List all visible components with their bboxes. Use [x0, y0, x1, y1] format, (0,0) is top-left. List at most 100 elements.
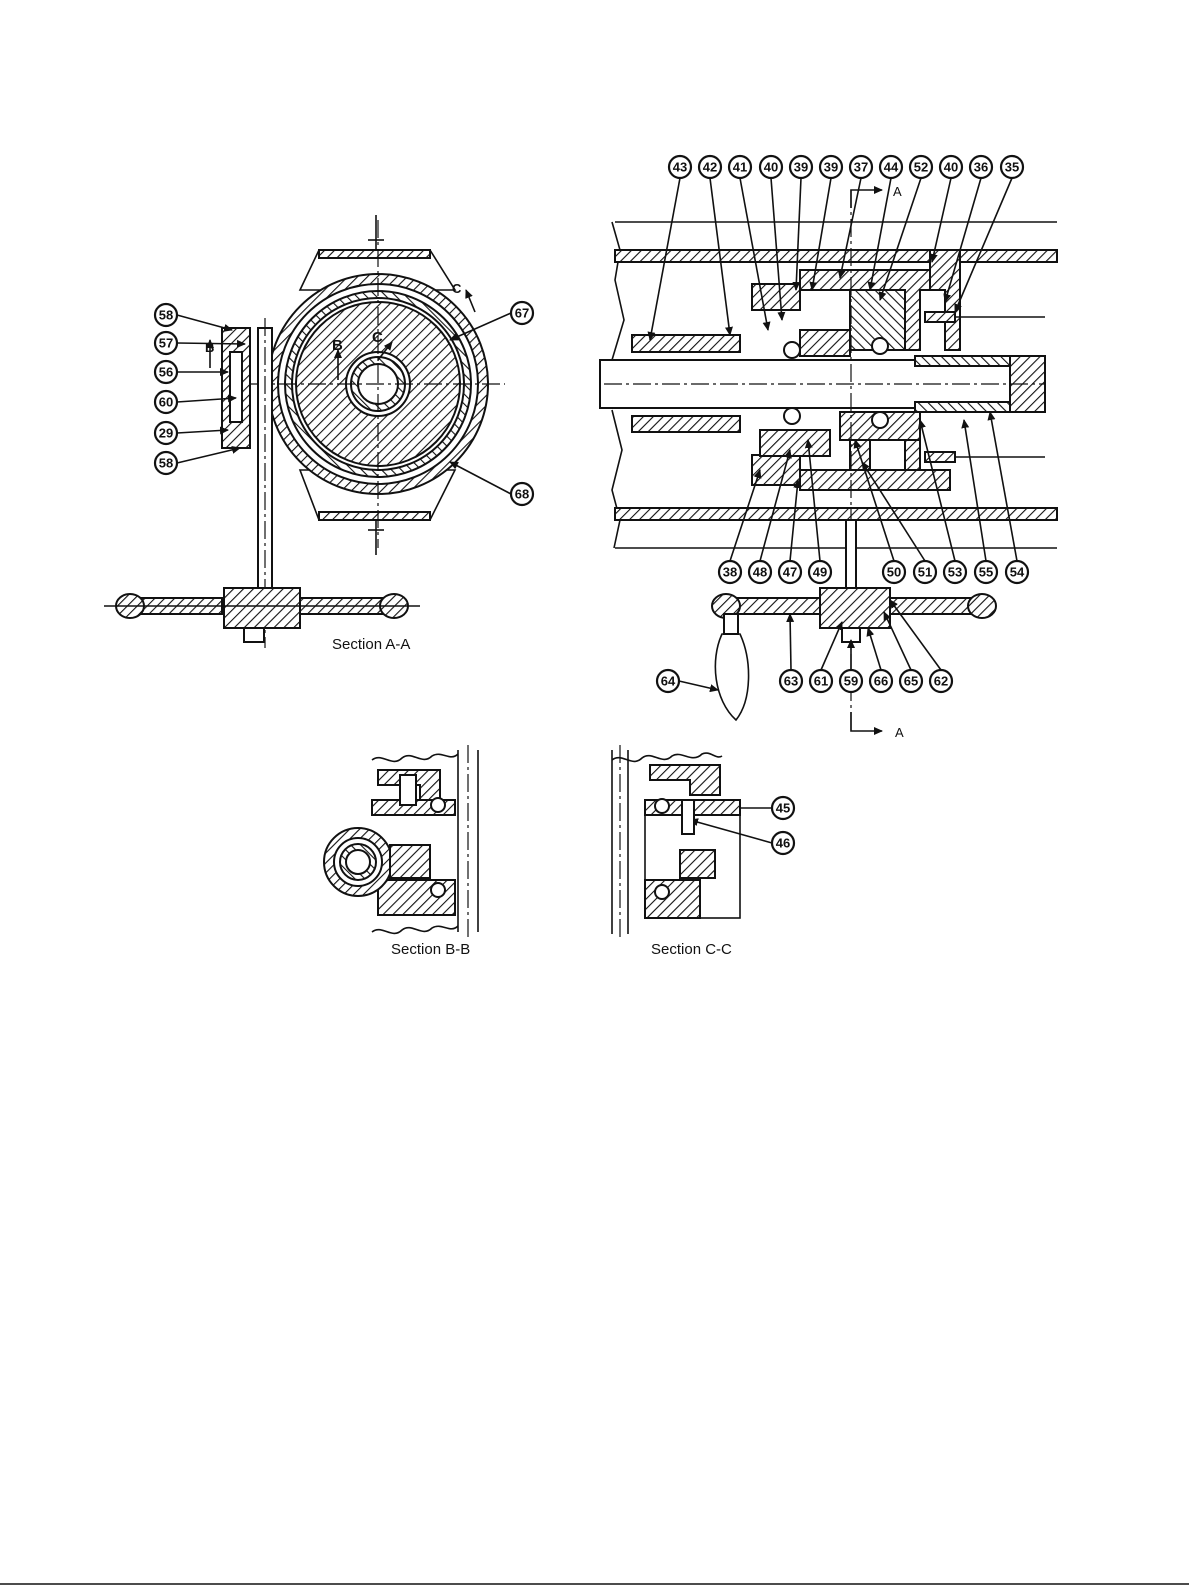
balloon-57: 57	[155, 332, 177, 354]
balloon-62: 62	[930, 670, 952, 692]
caption-section-bb: Section B-B	[391, 941, 470, 958]
caption-section-cc: Section C-C	[651, 941, 732, 958]
svg-text:68: 68	[515, 487, 529, 502]
leader-line	[884, 612, 911, 670]
svg-text:29: 29	[159, 426, 173, 441]
svg-text:58: 58	[159, 456, 173, 471]
leader-line	[945, 178, 981, 302]
leader-line	[679, 681, 718, 690]
svg-text:55: 55	[979, 565, 993, 580]
svg-text:46: 46	[776, 836, 790, 851]
svg-text:50: 50	[887, 565, 901, 580]
section-mark-a-bottom: A	[895, 725, 904, 740]
balloon-51: 51	[914, 561, 936, 583]
svg-text:61: 61	[814, 674, 828, 689]
svg-text:49: 49	[813, 565, 827, 580]
balloon-52: 52	[910, 156, 932, 178]
balloon-64: 64	[657, 670, 679, 692]
balloon-40a: 40	[760, 156, 782, 178]
svg-text:64: 64	[661, 674, 676, 689]
svg-text:51: 51	[918, 565, 932, 580]
svg-text:39: 39	[824, 160, 838, 175]
balloon-40b: 40	[940, 156, 962, 178]
leader-line	[177, 430, 228, 433]
balloon-67: 67	[511, 302, 533, 324]
balloon-49: 49	[809, 561, 831, 583]
balloon-65: 65	[900, 670, 922, 692]
balloon-50: 50	[883, 561, 905, 583]
svg-text:43: 43	[673, 160, 687, 175]
svg-text:48: 48	[753, 565, 767, 580]
svg-text:54: 54	[1010, 565, 1025, 580]
svg-text:65: 65	[904, 674, 918, 689]
svg-text:67: 67	[515, 306, 529, 321]
svg-text:56: 56	[159, 365, 173, 380]
section-mark-a-top: A	[893, 184, 902, 199]
balloon-47: 47	[779, 561, 801, 583]
leader-line	[868, 628, 881, 670]
leader-line	[821, 622, 842, 670]
balloon-43: 43	[669, 156, 691, 178]
svg-text:63: 63	[784, 674, 798, 689]
section-mark-b-cover: B	[205, 340, 214, 355]
svg-text:39: 39	[794, 160, 808, 175]
leader-line	[808, 440, 820, 561]
leader-line	[964, 420, 986, 561]
svg-text:60: 60	[159, 395, 173, 410]
balloon-45: 45	[772, 797, 794, 819]
balloon-44: 44	[880, 156, 902, 178]
svg-text:57: 57	[159, 336, 173, 351]
caption-section-aa: Section A-A	[332, 636, 410, 653]
svg-text:38: 38	[723, 565, 737, 580]
svg-text:44: 44	[884, 160, 899, 175]
svg-text:47: 47	[783, 565, 797, 580]
svg-text:36: 36	[974, 160, 988, 175]
svg-text:66: 66	[874, 674, 888, 689]
svg-text:42: 42	[703, 160, 717, 175]
balloon-35: 35	[1001, 156, 1023, 178]
section-mark-c-housing: C	[452, 281, 462, 296]
balloon-66: 66	[870, 670, 892, 692]
balloon-58-top: 58	[155, 304, 177, 326]
svg-text:40: 40	[944, 160, 958, 175]
balloon-37: 37	[850, 156, 872, 178]
main-section-view	[600, 190, 1057, 731]
balloon-55: 55	[975, 561, 997, 583]
svg-text:41: 41	[733, 160, 747, 175]
balloon-54: 54	[1006, 561, 1028, 583]
leader-line	[990, 412, 1017, 561]
svg-text:45: 45	[776, 801, 790, 816]
balloon-42: 42	[699, 156, 721, 178]
balloon-56: 56	[155, 361, 177, 383]
balloon-39a: 39	[790, 156, 812, 178]
svg-text:35: 35	[1005, 160, 1019, 175]
section-mark-c-aa: C	[372, 329, 383, 346]
leader-line	[955, 178, 1012, 312]
balloon-58-bottom: 58	[155, 452, 177, 474]
section-mark-b-aa: B	[332, 337, 343, 354]
balloon-39b: 39	[820, 156, 842, 178]
leader-line	[790, 614, 791, 670]
svg-text:62: 62	[934, 674, 948, 689]
balloon-46: 46	[772, 832, 794, 854]
balloon-63: 63	[780, 670, 802, 692]
leader-line	[177, 448, 240, 463]
balloon-68: 68	[511, 483, 533, 505]
svg-text:58: 58	[159, 308, 173, 323]
svg-text:40: 40	[764, 160, 778, 175]
leader-line	[177, 343, 245, 344]
section-bb-view	[324, 745, 478, 938]
svg-text:59: 59	[844, 674, 858, 689]
balloon-38: 38	[719, 561, 741, 583]
balloon-61: 61	[810, 670, 832, 692]
section-cc-view	[612, 745, 740, 938]
balloon-29: 29	[155, 422, 177, 444]
svg-text:52: 52	[914, 160, 928, 175]
leader-line	[855, 440, 894, 561]
leader-line	[450, 462, 511, 494]
balloon-53: 53	[944, 561, 966, 583]
leader-line	[690, 820, 772, 843]
balloon-60: 60	[155, 391, 177, 413]
leader-line	[177, 315, 232, 330]
